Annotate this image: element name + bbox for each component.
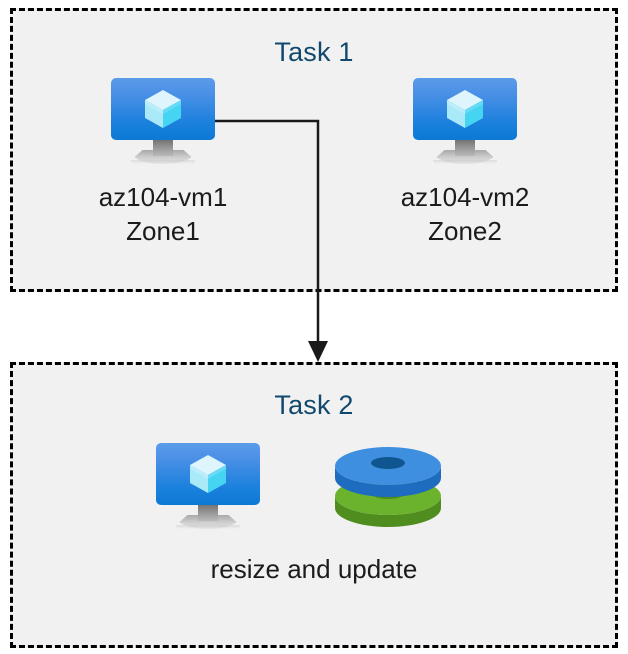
task2-panel: Task 2 (10, 362, 618, 648)
vm-zone-label: Zone1 (126, 216, 200, 246)
task1-title: Task 1 (274, 37, 354, 67)
vm-name-label: az104-vm1 (98, 182, 228, 212)
monitor-stand-neck (198, 504, 218, 521)
virtual-machine-icon (413, 78, 517, 166)
cube-icon (447, 90, 483, 128)
vm-group-az104-vm2[interactable]: az104-vm2 Zone2 (347, 78, 583, 248)
vm-zone-label: Zone2 (428, 216, 502, 246)
virtual-machine-icon (156, 443, 260, 531)
virtual-machine-icon (111, 78, 215, 166)
monitor-stand-base (131, 150, 195, 164)
cube-icon (145, 90, 181, 128)
task2-caption: resize and update (210, 554, 418, 584)
monitor-stand-neck (153, 139, 173, 156)
monitor-stand-base (433, 150, 497, 164)
cube-icon (190, 455, 226, 493)
disk-blue (335, 447, 441, 497)
vm-name-label: az104-vm2 (400, 182, 530, 212)
task2-title: Task 2 (274, 390, 354, 420)
vm-group-az104-vm1[interactable]: az104-vm1 Zone1 (45, 78, 281, 248)
vm-group-task2[interactable] (145, 443, 271, 531)
monitor-stand-neck (455, 139, 475, 156)
task2-caption-wrap: resize and update (0, 552, 628, 586)
monitor-stand-base (176, 515, 240, 529)
disks-icon (335, 447, 441, 527)
